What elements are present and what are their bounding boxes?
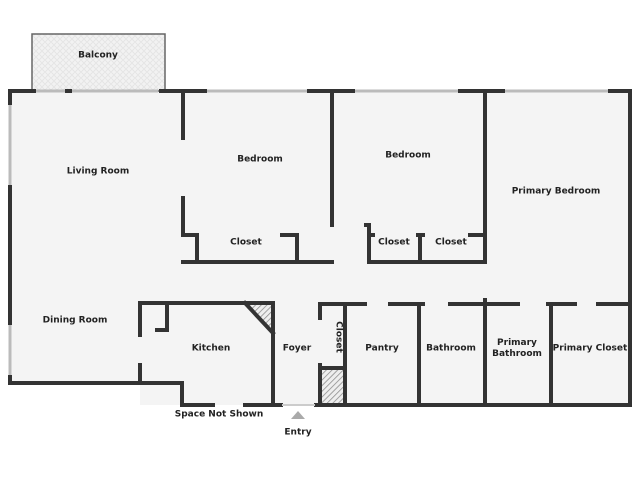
entry-arrow-icon [291, 411, 305, 419]
floors [10, 91, 630, 405]
room-label-bedroom-1-closet: Closet [230, 237, 262, 248]
room-label-bedroom-2: Bedroom [385, 150, 431, 161]
room-label-primary-closet: Primary Closet [552, 343, 628, 354]
room-label-primary-bedroom: Primary Bedroom [511, 186, 601, 197]
room-label-bedroom-2-closet-b: Closet [435, 237, 467, 248]
room-label-bedroom-1: Bedroom [237, 154, 283, 165]
room-label-primary-bathroom: Primary Bathroom [492, 338, 542, 359]
windows [8, 89, 608, 375]
walls [8, 89, 632, 407]
foyer-closet-hatch [322, 370, 345, 404]
note-space-not-shown: Space Not Shown [174, 409, 264, 420]
note-entry: Entry [284, 427, 312, 438]
room-label-foyer-closet: Closet [333, 321, 344, 353]
room-label-foyer: Foyer [282, 343, 312, 354]
room-label-living-room: Living Room [66, 166, 130, 177]
room-label-dining-room: Dining Room [42, 315, 108, 326]
room-label-bathroom: Bathroom [426, 343, 476, 354]
room-label-bedroom-2-closet-a: Closet [378, 237, 410, 248]
room-label-balcony: Balcony [78, 50, 118, 61]
room-label-kitchen: Kitchen [191, 343, 231, 354]
room-label-pantry: Pantry [365, 343, 399, 354]
balcony-area [31, 33, 166, 92]
